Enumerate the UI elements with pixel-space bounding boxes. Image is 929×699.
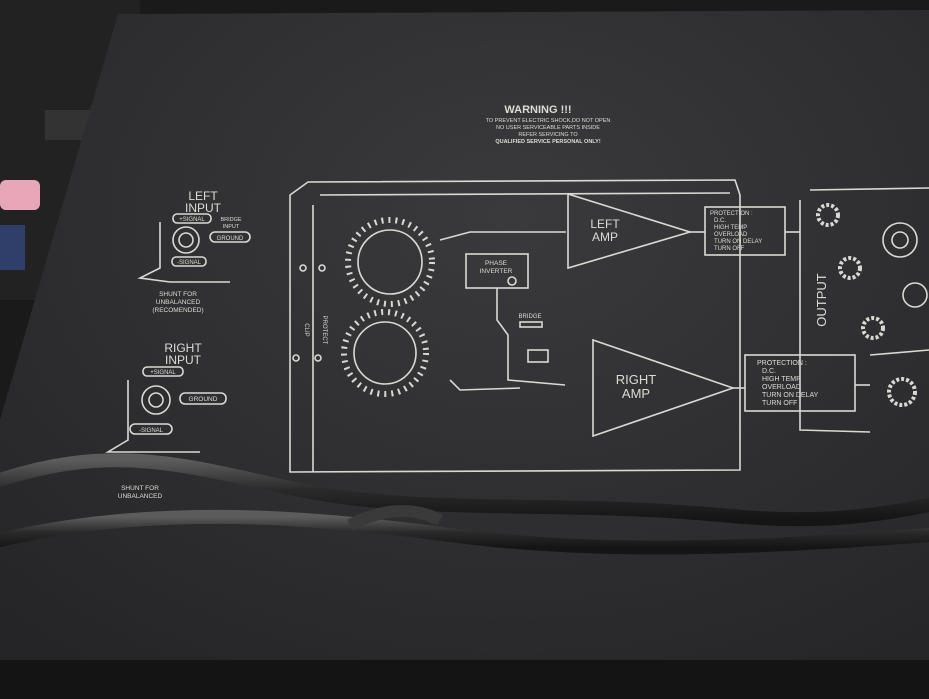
output-label: OUTPUT <box>814 273 829 327</box>
amplifier-top-panel <box>0 10 929 699</box>
warning-line-4: QUALIFIED SERVICE PERSONAL ONLY! <box>495 139 601 145</box>
left-gain-knob-icon <box>345 217 435 307</box>
right-amp-1: RIGHT <box>616 372 657 387</box>
left-ground: GROUND <box>217 236 244 242</box>
output-frame <box>799 187 929 433</box>
prot-r-3: OVERLOAD <box>762 384 801 391</box>
prot-r-5: TURN OFF <box>762 400 797 407</box>
left-signal-minus: -SIGNAL <box>177 260 202 266</box>
warning-line-2: NO USER SERVICEABLE PARTS INSIDE <box>496 125 600 131</box>
signal-flow-frame <box>289 179 741 473</box>
clip-label: CLIP <box>303 323 309 336</box>
prot-r-4: TURN ON DELAY <box>762 392 819 399</box>
phase-inverter-1: PHASE <box>485 260 508 267</box>
shunt-right-2: UNBALANCED <box>118 493 163 500</box>
right-gain-knob-icon <box>341 309 429 397</box>
right-xlr-jack-icon <box>141 385 171 415</box>
left-xlr-jack-icon <box>172 226 200 254</box>
bridge-switch-icon <box>527 349 549 363</box>
warning-line-3: REFER SERVICING TO <box>518 132 578 138</box>
right-ground: GROUND <box>189 396 218 403</box>
power-cable-loop <box>0 509 929 555</box>
left-input-label-2: INPUT <box>185 201 222 215</box>
left-input-label-1: LEFT <box>188 189 218 203</box>
prot-l-2: HIGH TEMP <box>714 225 747 231</box>
shunt-left-3: (RECOMENDED) <box>152 307 203 314</box>
prot-r-2: HIGH TEMP <box>762 376 801 383</box>
prot-r-1: D.C. <box>762 368 776 375</box>
prot-l-4: TURN ON DELAY <box>714 239 762 245</box>
bridge-input-2: INPUT <box>223 224 240 230</box>
bridge-label: BRIDGE <box>518 314 541 320</box>
right-signal-minus: -SIGNAL <box>139 428 164 434</box>
right-amp-2: AMP <box>622 386 650 401</box>
left-signal-plus-box <box>172 213 212 224</box>
right-signal-plus: +SIGNAL <box>150 370 176 376</box>
prot-l-5: TURN OFF <box>714 246 745 252</box>
left-amp-triangle <box>567 192 693 270</box>
phase-inverter-2: INVERTER <box>480 268 513 275</box>
prot-r-0: PROTECTION : <box>757 360 807 367</box>
output-xlr-jack-icon <box>882 222 918 258</box>
protection-left-box <box>704 206 786 256</box>
shunt-left-1: SHUNT FOR <box>159 291 197 298</box>
warning-line-1: TO PREVENT ELECTRIC SHOCK,DO NOT OPEN <box>486 118 611 124</box>
binding-post-1-icon <box>816 203 840 227</box>
power-cable <box>0 453 929 527</box>
left-signal-plus: +SIGNAL <box>179 217 205 223</box>
right-input-label-2: INPUT <box>165 353 202 367</box>
prot-l-1: D.C. <box>714 218 726 224</box>
binding-post-3-icon <box>861 316 885 340</box>
shunt-right-1: SHUNT FOR <box>121 485 159 492</box>
warning-title: WARNING !!! <box>504 104 571 116</box>
left-amp-2: AMP <box>592 230 618 244</box>
right-input-label-1: RIGHT <box>164 341 202 355</box>
prot-l-0: PROTECTION : <box>710 211 753 217</box>
prot-l-3: OVERLOAD <box>714 232 748 238</box>
pink-object <box>0 180 40 210</box>
binding-post-4-icon <box>887 377 917 407</box>
right-amp-triangle <box>592 338 736 438</box>
left-amp-1: LEFT <box>590 217 620 231</box>
protect-label: PROTECT <box>321 316 327 345</box>
binding-post-2-icon <box>838 256 862 280</box>
shunt-left-2: UNBALANCED <box>156 299 201 306</box>
bridge-input-1: BRIDGE <box>220 217 241 223</box>
